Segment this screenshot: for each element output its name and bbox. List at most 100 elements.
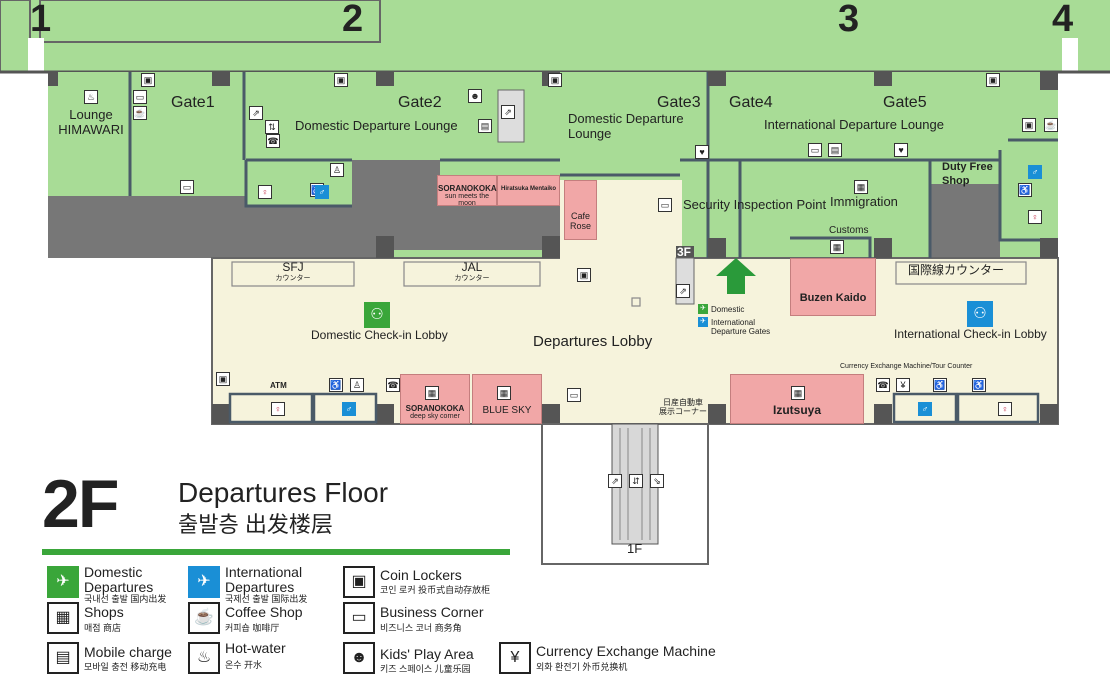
coin-locker-icon[interactable]: ▣ (334, 73, 348, 87)
baby-icon[interactable]: ♙ (350, 378, 364, 392)
coin-locker-icon[interactable]: ▣ (1022, 118, 1036, 132)
business-corner-icon: ▭ (343, 602, 375, 634)
coffee-icon: ☕ (188, 602, 220, 634)
legend-kids-sub: 키즈 스페이스 儿童乐园 (380, 664, 471, 674)
legend-coffee-sub: 커피숍 咖啡厅 (225, 623, 280, 633)
business-corner-icon[interactable]: ▭ (567, 388, 581, 402)
currency-exchange-icon[interactable]: ¥ (896, 378, 910, 392)
coin-locker-icon: ▣ (343, 566, 375, 598)
wheelchair-icon[interactable]: ♿ (933, 378, 947, 392)
gate1-label: Gate1 (171, 94, 215, 111)
stairs-icon[interactable]: ⇵ (629, 474, 643, 488)
international-departures-icon: ✈ (188, 566, 220, 598)
phone-icon[interactable]: ☎ (386, 378, 400, 392)
legend-coin-lockers-title: Coin Lockers (380, 567, 462, 583)
shop-icon[interactable]: ▦ (791, 386, 805, 400)
gate-number-2: 2 (342, 0, 364, 40)
phone-icon[interactable]: ☎ (266, 134, 280, 148)
domestic-gates-text: Domestic (711, 305, 745, 314)
kids-play-icon[interactable]: ☻ (468, 89, 482, 103)
coin-locker-icon[interactable]: ▣ (216, 372, 230, 386)
currency-tour-label: Currency Exchange Machine/Tour Counter (840, 363, 973, 370)
wheelchair-icon[interactable]: ♿ (329, 378, 343, 392)
shop-icon[interactable]: ▦ (830, 240, 844, 254)
men-restroom-icon[interactable]: ♂ (918, 402, 932, 416)
international-departures-icon: ✈ (698, 317, 708, 327)
legend-shops-sub: 매점 商店 (84, 623, 122, 633)
coin-locker-icon[interactable]: ▣ (577, 268, 591, 282)
international-gates-text: International Departure Gates (711, 318, 771, 337)
mobile-charge-icon[interactable]: ▤ (828, 143, 842, 157)
domestic-departures-icon: ✈ (698, 304, 708, 314)
domestic-departure-lounge-label: Domestic Departure Lounge (295, 118, 458, 133)
atm-label: ATM (270, 381, 287, 390)
gate-number-1: 1 (30, 0, 52, 40)
soranokoka-top-name: SORANOKOKA (438, 184, 497, 193)
restricted-area-right (930, 184, 1000, 258)
hot-water-icon[interactable]: ♨ (84, 90, 98, 104)
escalator-icon[interactable]: ⇗ (501, 105, 515, 119)
aed-icon[interactable]: ♥ (894, 143, 908, 157)
coffee-icon[interactable]: ☕ (1044, 118, 1058, 132)
floor-title-english: Departures Floor (178, 477, 389, 508)
mobile-charge-icon: ▤ (47, 642, 79, 674)
men-restroom-icon[interactable]: ♂ (1028, 165, 1042, 179)
domestic-departures-icon: ✈ (47, 566, 79, 598)
legend-mobile-sub: 모바일 충전 移动充电 (84, 662, 167, 672)
phone-icon[interactable]: ☎ (876, 378, 890, 392)
immigration-label: Immigration (830, 194, 898, 209)
shop-icon[interactable]: ▦ (497, 386, 511, 400)
1f-label: 1F (627, 541, 643, 556)
kids-play-icon: ☻ (343, 642, 375, 674)
escalator-icon[interactable]: ⇗ (608, 474, 622, 488)
hot-water-icon: ♨ (188, 642, 220, 674)
cafe-rose-shop[interactable]: Cafe Rose (564, 180, 597, 240)
soranokoka-top-sub: sun meets the moon (445, 193, 489, 207)
women-restroom-icon[interactable]: ♀ (998, 402, 1012, 416)
title-underline (42, 549, 510, 555)
women-restroom-icon[interactable]: ♀ (1028, 210, 1042, 224)
legend-coffee-title: Coffee Shop (225, 604, 303, 620)
men-restroom-icon[interactable]: ♂ (342, 402, 356, 416)
business-corner-icon[interactable]: ▭ (658, 198, 672, 212)
jal-counter-label: JAL (461, 260, 483, 274)
baby-icon[interactable]: ♙ (330, 163, 344, 177)
sfj-counter-label: SFJ (282, 260, 304, 274)
gate2-label: Gate2 (398, 94, 442, 111)
men-restroom-icon[interactable]: ♂ (315, 185, 329, 199)
legend-international-title: International Departures (225, 564, 303, 595)
gate4-label: Gate4 (729, 94, 773, 111)
shop-icon[interactable]: ▦ (854, 180, 868, 194)
security-inspection-label: Security Inspection Point (683, 197, 827, 212)
aed-icon[interactable]: ♥ (695, 145, 709, 159)
gate-number-3: 3 (838, 0, 860, 40)
wheelchair-icon[interactable]: ♿ (972, 378, 986, 392)
business-corner-icon[interactable]: ▭ (133, 90, 147, 104)
legend-hotwater-sub: 온수 开水 (225, 660, 263, 670)
departures-lobby-label: Departures Lobby (533, 333, 653, 350)
shop-icon[interactable]: ▦ (425, 386, 439, 400)
floor-number: 2F (42, 466, 119, 542)
business-corner-icon[interactable]: ▭ (180, 180, 194, 194)
coin-locker-icon[interactable]: ▣ (141, 73, 155, 87)
mobile-charge-icon[interactable]: ▤ (478, 119, 492, 133)
coin-locker-icon[interactable]: ▣ (548, 73, 562, 87)
business-corner-icon[interactable]: ▭ (808, 143, 822, 157)
escalator-icon[interactable]: ⇗ (249, 106, 263, 120)
escalator-icon[interactable]: ⇗ (676, 284, 690, 298)
women-restroom-icon[interactable]: ♀ (258, 185, 272, 199)
coin-locker-icon[interactable]: ▣ (986, 73, 1000, 87)
legend-hotwater-title: Hot-water (225, 640, 286, 656)
escalator-icon[interactable]: ⇘ (650, 474, 664, 488)
hiratsuka-shop[interactable]: Hiratsuka Mentaiko (497, 175, 560, 206)
legend-business-sub: 비즈니스 코너 商务角 (380, 623, 462, 633)
buzen-kaido-shop[interactable]: Buzen Kaido (790, 258, 876, 316)
women-restroom-icon[interactable]: ♀ (271, 402, 285, 416)
wheelchair-icon[interactable]: ♿ (1018, 183, 1032, 197)
duty-free-shop[interactable]: Duty Free Shop (942, 161, 993, 188)
coffee-icon[interactable]: ☕ (133, 106, 147, 120)
elevator-icon[interactable]: ⇅ (265, 120, 279, 134)
international-counter-label: 国際線カウンター (908, 263, 1005, 277)
